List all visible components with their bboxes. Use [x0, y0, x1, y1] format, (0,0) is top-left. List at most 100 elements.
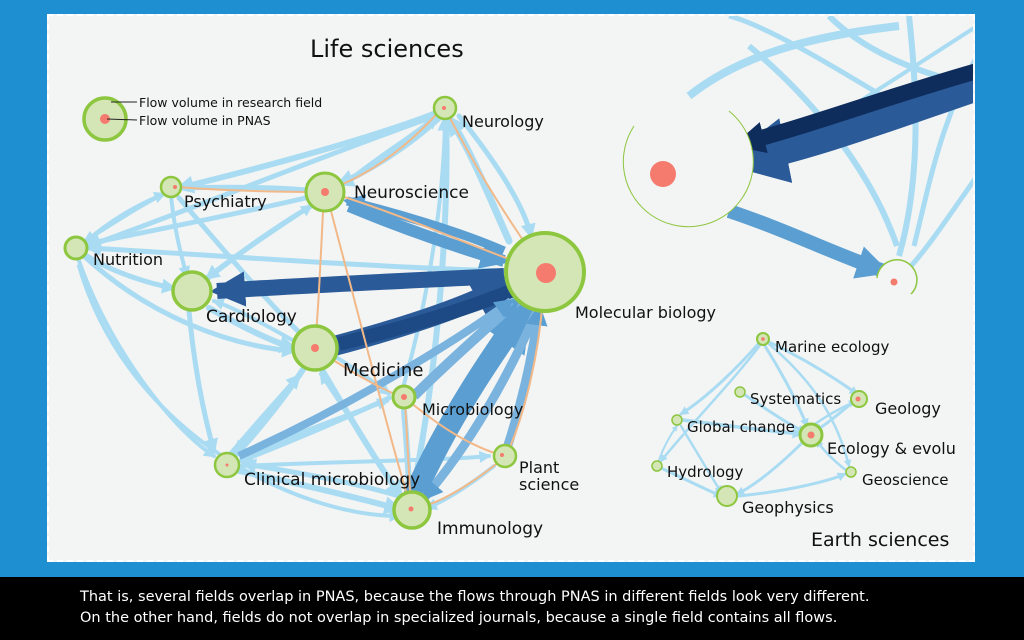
pnas-dot-medicine: [311, 344, 319, 352]
flow-microbio-neurology: [402, 117, 451, 386]
zoom-flow-light-5: [909, 177, 973, 268]
zoom-flow-light-1: [686, 22, 900, 100]
flow-cardiology-neuroscience: [207, 204, 313, 280]
flow-molbio-immunology: [420, 304, 544, 502]
flow-nutrition-cardiology: [81, 251, 177, 294]
flow-clinical-medicine: [226, 373, 302, 459]
zoom-pnas-dot-large: [650, 161, 676, 187]
zoom-pnas-dot-small: [890, 278, 898, 286]
label-geoscience: Geoscience: [862, 471, 948, 489]
label-geology: Geology: [875, 399, 941, 418]
label-ecology-evolution: Ecology & evolu: [827, 439, 956, 458]
legend-leader-inner: [106, 118, 138, 121]
flow-neurology-molbio: [456, 113, 536, 239]
flow-molbio-cardiology: [209, 268, 505, 307]
flow-cardiology-medicine: [206, 305, 298, 353]
node-plant-science[interactable]: [492, 443, 518, 469]
node-hydrology[interactable]: [651, 460, 663, 472]
zoom-flow-dark: [721, 71, 973, 183]
title-earth-sciences: Earth sciences: [811, 529, 949, 551]
flow-ecology-geophysics: [735, 439, 806, 496]
label-immunology: Immunology: [437, 519, 543, 539]
pnas-dot-geology: [855, 396, 861, 402]
pnas-dot-molecular-biology: [536, 263, 556, 283]
pnas-dot-neurology: [442, 106, 446, 110]
node-global-change[interactable]: [671, 414, 683, 426]
zoom-node-small: [876, 259, 918, 295]
flow-psychiatry-cardiology: [169, 194, 190, 279]
flow-clinical-plant: [239, 450, 492, 468]
flow-cardiology-clinical: [186, 308, 218, 454]
flow-marine-ecology: [763, 344, 809, 428]
label-clinical-microbiology: Clinical microbiology: [244, 470, 420, 490]
label-molecular-biology: Molecular biology: [575, 303, 716, 322]
zoom-fragment: [622, 16, 973, 295]
flow-plant-molbio: [502, 303, 548, 450]
alluvial-flow-diagram: Flow volume in research field Flow volum…: [63, 16, 973, 551]
flow-neuroscience-molbio: [346, 200, 510, 269]
flow-clinical-immunology: [236, 468, 403, 514]
pnas-dot-plant-science: [500, 453, 504, 457]
pnas-flow-microbio-plant: [404, 397, 505, 457]
label-hydrology: Hydrology: [667, 463, 744, 481]
pnas-dot-microbiology: [401, 394, 407, 400]
pnas-flow-neuroscience-immunology: [326, 195, 412, 509]
label-plant-science-line1: Plant: [519, 458, 559, 477]
legend-outer-label: Flow volume in research field: [139, 95, 322, 110]
slide-panel: Flow volume in research field Flow volum…: [47, 14, 975, 562]
legend-inner-label: Flow volume in PNAS: [139, 113, 271, 128]
flow-molbio-neuroscience: [342, 194, 506, 256]
zoom-flow-light-3: [896, 16, 919, 257]
pnas-dot-marine-ecology: [761, 337, 765, 341]
pnas-dot-clinical-microbiology: [225, 463, 229, 467]
label-medicine: Medicine: [343, 360, 423, 381]
pnas-dot-immunology: [408, 506, 414, 512]
flow-medicine-microbio: [329, 352, 391, 396]
pnas-flow-neuroscience-medicine: [314, 193, 325, 347]
pnas-flow-molbio-plant: [506, 295, 544, 455]
flow-immunology-medicine: [319, 372, 403, 500]
node-geoscience[interactable]: [845, 466, 857, 478]
labels: Life sciences Earth sciences Neurology P…: [93, 35, 956, 551]
label-plant-science-line2: science: [519, 475, 579, 494]
flow-neurology-nutrition: [86, 111, 444, 249]
label-neuroscience: Neuroscience: [354, 183, 469, 203]
zoom-node-large: [622, 110, 754, 228]
node-psychiatry[interactable]: [159, 175, 183, 199]
flow-global-ecology: [681, 418, 804, 439]
heavy-flows-life: [209, 194, 548, 502]
node-cardiology[interactable]: [171, 270, 213, 312]
light-flows-life: [77, 108, 536, 522]
caption-line-2: On the other hand, fields do not overlap…: [80, 610, 838, 626]
flow-global-geophysics: [679, 424, 723, 494]
flow-marine-geoscience: [767, 342, 852, 468]
flow-geophysics-geoscience: [737, 472, 847, 498]
label-geophysics: Geophysics: [742, 498, 834, 517]
legend-inner-dot: [100, 114, 110, 124]
pnas-dot-ecology-evolution: [807, 431, 815, 439]
label-marine-ecology: Marine ecology: [775, 338, 889, 356]
pnas-dots-earth: [761, 337, 861, 439]
caption-bar: That is, several fields overlap in PNAS,…: [0, 577, 1024, 640]
node-systematics[interactable]: [734, 386, 746, 398]
node-nutrition[interactable]: [63, 235, 89, 261]
label-psychiatry: Psychiatry: [184, 192, 267, 211]
label-cardiology: Cardiology: [206, 307, 297, 327]
flow-clinical-molbio: [237, 297, 515, 460]
flow-marine-global: [679, 339, 763, 416]
flow-immunology-neurology: [408, 112, 456, 504]
flow-hydrology-global: [658, 425, 678, 461]
label-systematics: Systematics: [750, 390, 841, 408]
flow-molbio-nutrition: [86, 241, 507, 274]
zoom-flow-darkest: [732, 63, 973, 154]
caption-line-1: That is, several fields overlap in PNAS,…: [80, 589, 870, 605]
legend: Flow volume in research field Flow volum…: [82, 95, 322, 142]
zoom-flow-mid: [726, 204, 891, 279]
flow-marine-hydrology: [659, 342, 763, 463]
flow-nutrition-clinical: [77, 259, 216, 458]
pnas-dot-psychiatry: [173, 185, 177, 189]
flow-neuroscience-nutrition: [84, 193, 317, 249]
label-neurology: Neurology: [462, 112, 544, 131]
flow-marine-geology: [767, 340, 859, 396]
node-geophysics[interactable]: [716, 485, 738, 507]
